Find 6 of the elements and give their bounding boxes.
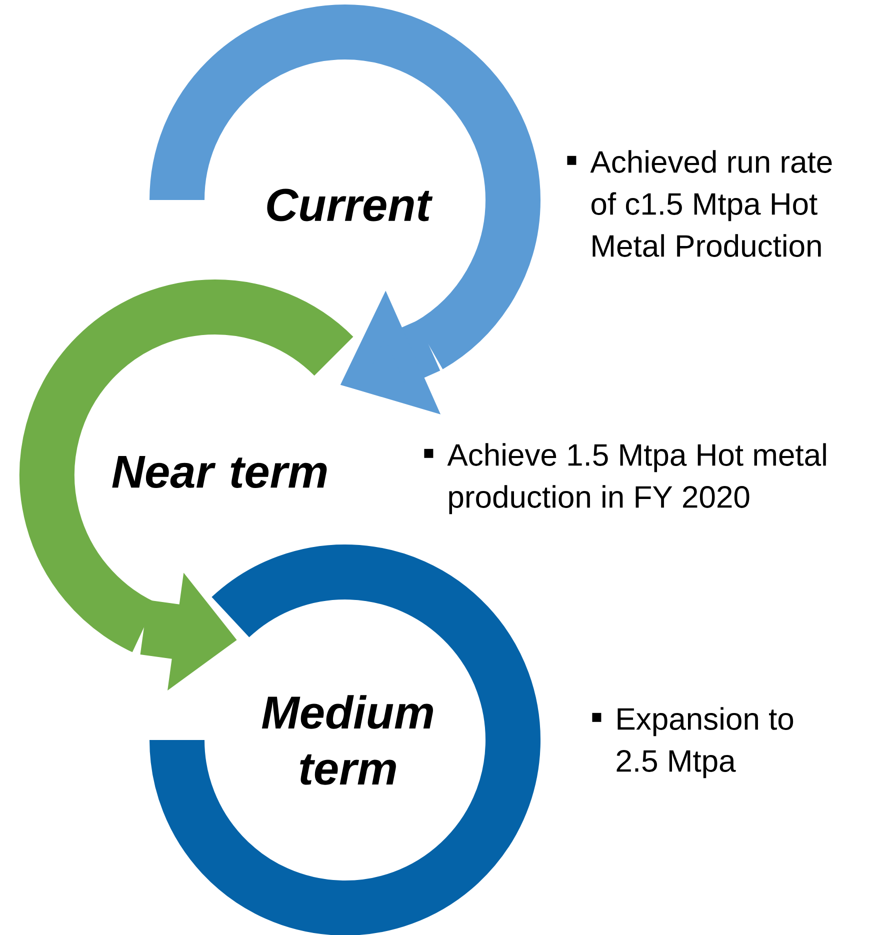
stage-label: Current bbox=[267, 188, 433, 222]
stage-label: Medium term bbox=[262, 695, 433, 785]
bullet-text: Expansion to 2.5 Mtpa bbox=[592, 707, 794, 778]
bullet-text: Achieve 1.5 Mtpa Hot metal production in FY 2020 bbox=[424, 443, 826, 514]
bullet-text: Achieved run rate of c1.5 Mtpa Hot Metal Production bbox=[567, 150, 832, 257]
stage-label: Near term bbox=[112, 456, 327, 488]
